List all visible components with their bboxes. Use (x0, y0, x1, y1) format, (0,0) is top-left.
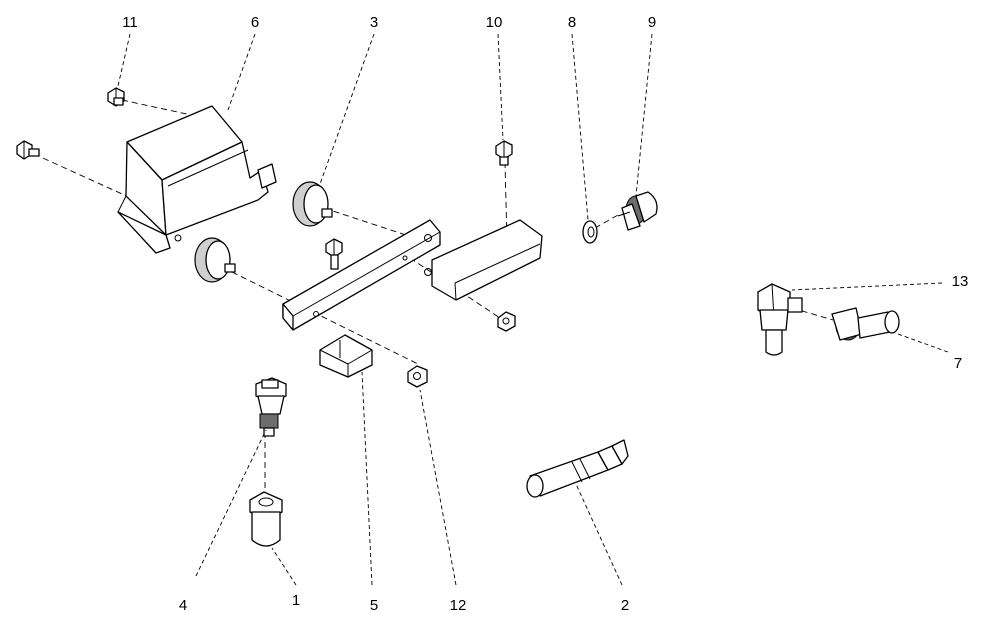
part-7-connector (831, 307, 900, 341)
callout-9: 9 (648, 14, 656, 31)
part-13-elbow (757, 283, 803, 356)
part-11-bolt (107, 87, 125, 107)
part-5-bracket (282, 219, 543, 378)
callout-7: 7 (954, 355, 962, 372)
callout-13: 13 (952, 273, 969, 290)
bracket-bolt (325, 238, 343, 270)
callout-1: 1 (292, 592, 300, 609)
callout-10: 10 (486, 14, 503, 31)
part-8-washer (582, 220, 598, 244)
left-bolt (16, 140, 40, 160)
part-10-bolt (495, 140, 513, 166)
bracket-nut (497, 311, 516, 332)
part-4-sensor (255, 377, 287, 437)
callout-5: 5 (370, 597, 378, 614)
callout-2: 2 (621, 597, 629, 614)
part-3-rubber-mount-lower (194, 237, 236, 283)
callout-3: 3 (370, 14, 378, 31)
callout-11: 11 (122, 14, 138, 31)
callout-8: 8 (568, 14, 576, 31)
leader-lines (117, 33, 949, 586)
callout-4: 4 (179, 597, 187, 614)
callout-12: 12 (450, 597, 467, 614)
part-3-rubber-mount-upper (292, 181, 333, 227)
part-12-nut (407, 365, 428, 388)
part-2-hose-fitting (526, 439, 629, 498)
callout-6: 6 (251, 14, 259, 31)
callouts: 11 6 3 10 8 9 13 7 4 1 5 12 2 (122, 14, 968, 614)
part-9-fitting (617, 191, 658, 231)
part-6-cover-box (117, 105, 277, 254)
part-1-bushing (249, 491, 283, 547)
